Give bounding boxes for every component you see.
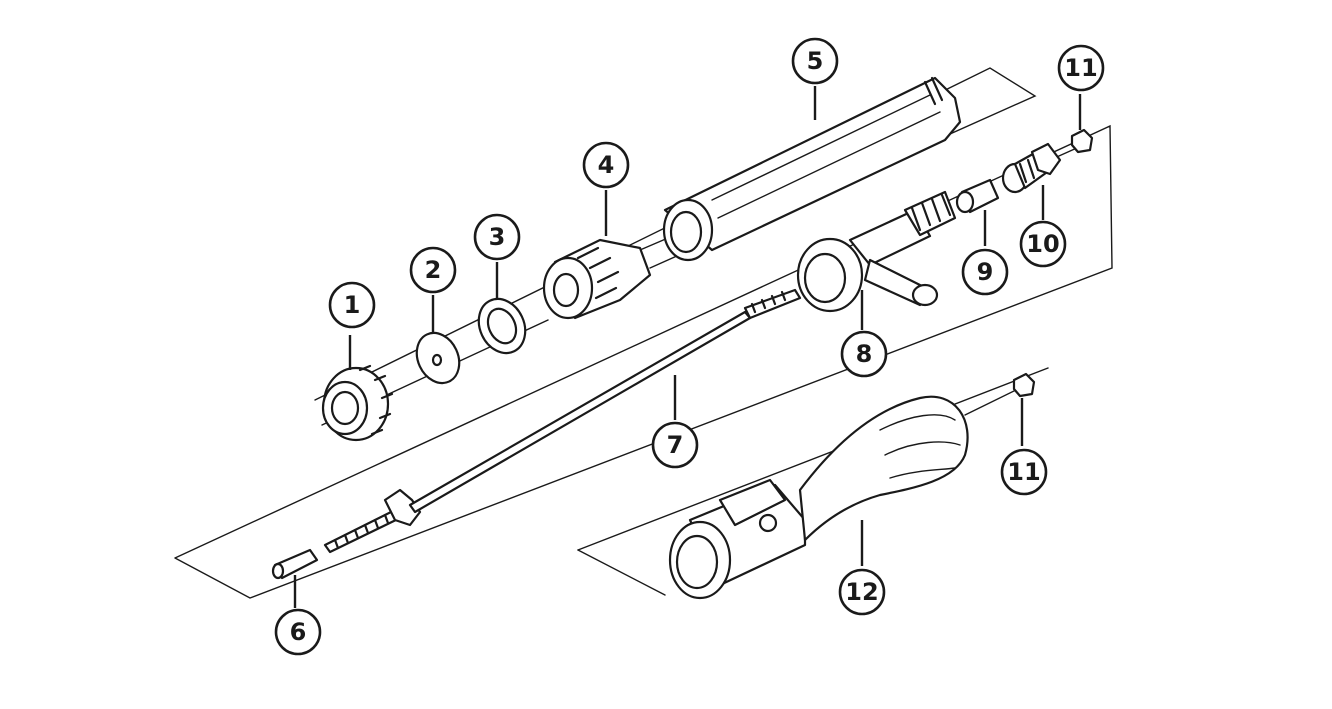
svg-text:10: 10 (1026, 230, 1059, 258)
callout-11-bottom: 11 (1000, 448, 1048, 496)
callout-12: 12 (838, 568, 886, 616)
callout-7: 7 (651, 421, 699, 469)
svg-text:4: 4 (598, 151, 615, 179)
part-1-knurled-nut (321, 364, 394, 442)
part-7-threaded-rod (323, 288, 802, 554)
part-8-tee-body (796, 190, 957, 313)
part-10-nipple (1001, 142, 1062, 194)
svg-text:3: 3 (489, 223, 506, 251)
svg-text:11: 11 (1064, 54, 1097, 82)
part-3-ring (477, 297, 527, 355)
svg-text:6: 6 (290, 618, 307, 646)
callout-3: 3 (473, 213, 521, 261)
part-9-sleeve (955, 178, 1000, 214)
leader-lines (293, 86, 1082, 608)
svg-text:8: 8 (856, 340, 873, 368)
callout-1: 1 (328, 281, 376, 329)
svg-text:5: 5 (807, 47, 824, 75)
callout-2: 2 (409, 246, 457, 294)
callout-11-top: 11 (1057, 44, 1105, 92)
part-12-handle (668, 395, 969, 600)
svg-text:7: 7 (667, 431, 684, 459)
lower-plane-outline (577, 367, 1049, 596)
part-6-pin (271, 548, 319, 580)
part-2-washer (415, 331, 461, 385)
svg-text:11: 11 (1007, 458, 1040, 486)
callout-8: 8 (840, 330, 888, 378)
svg-text:9: 9 (977, 258, 994, 286)
svg-text:1: 1 (344, 291, 361, 319)
part-11-nut-bottom (1012, 372, 1036, 398)
callout-9: 9 (961, 248, 1009, 296)
callout-10: 10 (1019, 220, 1067, 268)
part-11-nut-top (1070, 128, 1094, 154)
part-4-hex-fitting (542, 238, 652, 320)
svg-text:12: 12 (845, 578, 878, 606)
part-5-tube (662, 76, 962, 262)
svg-text:2: 2 (425, 256, 442, 284)
callout-5: 5 (791, 37, 839, 85)
callout-6: 6 (274, 608, 322, 656)
callout-4: 4 (582, 141, 630, 189)
